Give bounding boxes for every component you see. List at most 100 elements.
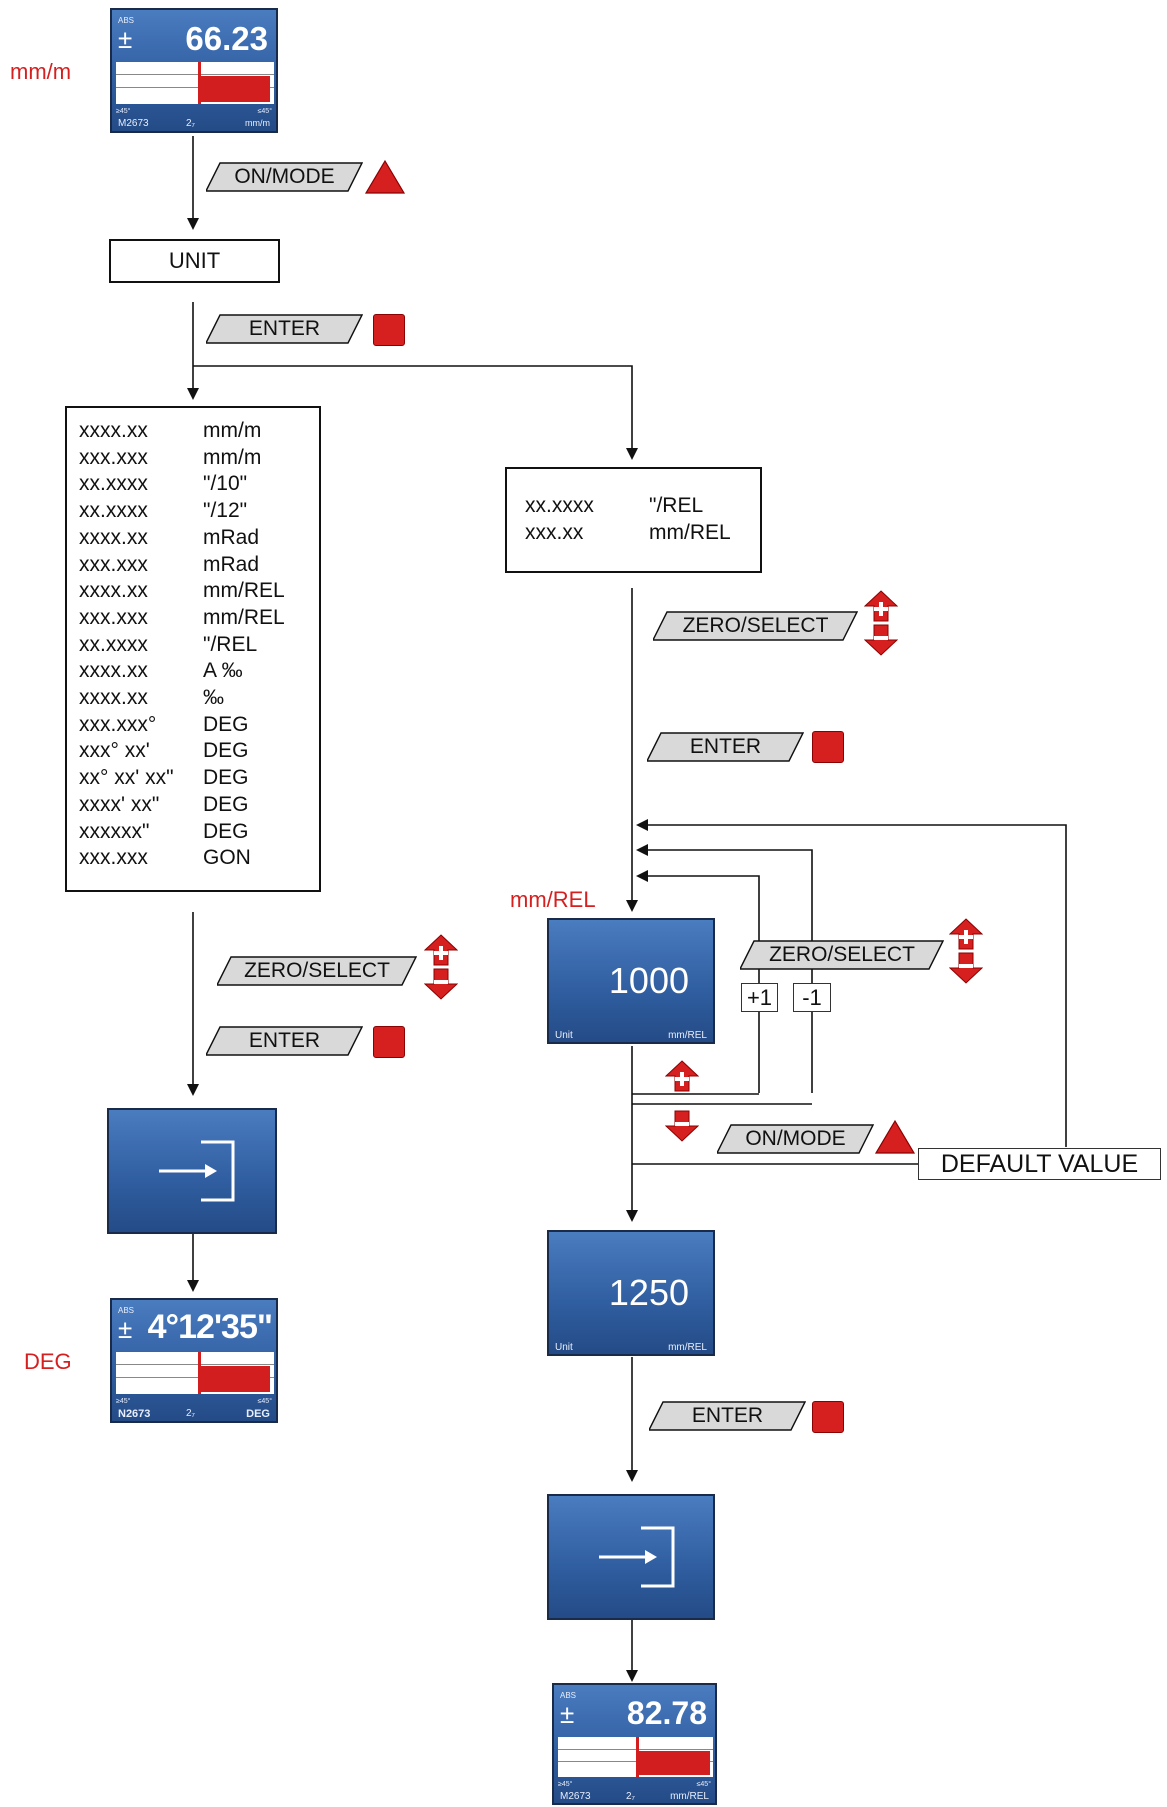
plus-minus-icon: ± [118, 24, 133, 54]
unit-box: UNIT [109, 239, 280, 283]
square-icon [812, 731, 844, 763]
plus-one-box: +1 [741, 983, 778, 1012]
unit-name: GON [203, 846, 251, 870]
enter-button-4[interactable]: ENTER [649, 1401, 806, 1431]
abs-indicator: ABS [118, 16, 135, 25]
list-item: xxx.xx mm/REL [525, 520, 760, 547]
format-pattern: xxx.xxx [79, 605, 148, 629]
zero-select-label: ZERO/SELECT [682, 614, 829, 637]
down-arrow-minus-icon [949, 952, 983, 984]
display-unit-1000: 1000 Unit mm/REL [547, 918, 715, 1044]
unit-name: "/REL [203, 632, 258, 656]
list-item: xxxx.xx ‰ [79, 685, 319, 712]
mid-indicator: 2₇ [186, 118, 195, 129]
format-pattern: xxx.xxx [79, 445, 148, 469]
unit-name: DEG [203, 712, 249, 736]
minus-one-box: -1 [793, 983, 831, 1012]
display-value: 1000 [608, 960, 689, 1001]
on-mode-button-2[interactable]: ON/MODE [717, 1124, 874, 1154]
display-top-mm-m: ABS ± 66.23 ≥45° ≤45° M2673 2₇ mm/m [110, 8, 278, 133]
list-item: xx.xxxx "/10" [79, 471, 319, 498]
zero-select-label: ZERO/SELECT [769, 943, 915, 966]
level-bar [116, 1352, 274, 1394]
default-value-box: DEFAULT VALUE [918, 1148, 1161, 1180]
format-pattern: xxxxxx" [79, 819, 150, 843]
unit-name: DEG [203, 792, 249, 816]
format-pattern: xx.xxxx [79, 472, 148, 496]
unit-name: DEG [203, 819, 249, 843]
plus-minus-icon: ± [118, 1314, 133, 1344]
format-pattern: xx.xxxx [79, 499, 148, 523]
format-pattern: xxx° xx' [79, 739, 150, 763]
list-item: xxxx' xx" DEG [79, 792, 319, 819]
zero-select-button-1[interactable]: ZERO/SELECT [653, 611, 858, 641]
down-arrow-minus-icon [864, 624, 898, 656]
enter-icon [599, 1526, 675, 1588]
unit-name: mm/m [203, 419, 262, 442]
label-mm-rel: mm/REL [510, 887, 596, 912]
display-unit: mm/REL [668, 1030, 707, 1041]
format-pattern: xxxx.xx [79, 686, 148, 710]
format-pattern: xxxx' xx" [79, 792, 160, 816]
unit-name: DEG [203, 739, 249, 763]
list-item: xxx° xx' DEG [79, 738, 319, 765]
square-icon [812, 1401, 844, 1433]
abs-indicator: ABS [118, 1306, 135, 1315]
unit-name: mm/REL [203, 579, 285, 603]
left-angle: ≥45° [116, 108, 131, 115]
unit-name: A ‰ [203, 659, 243, 683]
format-pattern: xxxx.xx [79, 579, 148, 603]
format-pattern: xx° xx' xx" [79, 766, 174, 790]
format-pattern: xxxx.xx [79, 525, 148, 549]
unit-name: ‰ [203, 686, 224, 710]
list-item: xx.xxxx"/12" [79, 498, 319, 525]
display-value: 82.78 [626, 1695, 707, 1731]
unit-name: mm/m [203, 445, 262, 469]
unit-name: DEG [203, 766, 249, 790]
format-pattern: xxx.xx [525, 520, 584, 544]
display-unit: mm/m [245, 118, 270, 128]
enter-button-1[interactable]: ENTER [206, 314, 363, 344]
list-item: xxx.xxx°DEG [79, 712, 319, 739]
display-unit-1250: 1250 Unit mm/REL [547, 1230, 715, 1356]
list-item: xx.xxxx "/REL [79, 632, 319, 659]
level-bar [558, 1737, 713, 1777]
display-value: 66.23 [185, 20, 268, 57]
down-arrow-minus-icon [665, 1110, 699, 1142]
square-icon [373, 314, 405, 346]
abs-indicator: ABS [560, 1691, 577, 1700]
zero-select-button-2[interactable]: ZERO/SELECT [217, 956, 417, 986]
enter-button-2[interactable]: ENTER [647, 732, 804, 762]
on-mode-button-1[interactable]: ON/MODE [206, 162, 363, 192]
list-item: xxxx.xx mm/REL [79, 578, 319, 605]
up-arrow-plus-icon [665, 1060, 699, 1092]
list-item: xxxx.xx mRad [79, 525, 319, 552]
zero-select-button-3[interactable]: ZERO/SELECT [740, 940, 944, 970]
enter-button-3[interactable]: ENTER [206, 1026, 363, 1056]
rel-format-list: xx.xxxx "/REL xxx.xx mm/REL [505, 467, 762, 573]
unit-name: "/REL [649, 494, 704, 517]
right-angle: ≤45° [257, 108, 272, 115]
list-item: xx.xxxx "/REL [525, 493, 760, 520]
triangle-icon [874, 1119, 916, 1154]
unit-name: "/10" [203, 472, 248, 496]
unit-name: mRad [203, 525, 260, 549]
enter-label: ENTER [689, 735, 762, 758]
display-left: Unit [555, 1030, 573, 1041]
list-item: xx° xx' xx" DEG [79, 765, 319, 792]
unit-name: mm/REL [649, 520, 731, 544]
display-unit: mm/REL [668, 1342, 707, 1353]
plus-minus-icon: ± [560, 1699, 575, 1729]
device-id: M2673 [118, 118, 149, 129]
display-unit: mm/REL [670, 1791, 709, 1802]
label-mm-m: mm/m [10, 59, 72, 84]
format-pattern: xx.xxxx [79, 632, 148, 656]
display-left: Unit [555, 1342, 573, 1353]
display-value: 4°12'35" [147, 1308, 273, 1346]
format-pattern: xx.xxxx [525, 494, 594, 517]
